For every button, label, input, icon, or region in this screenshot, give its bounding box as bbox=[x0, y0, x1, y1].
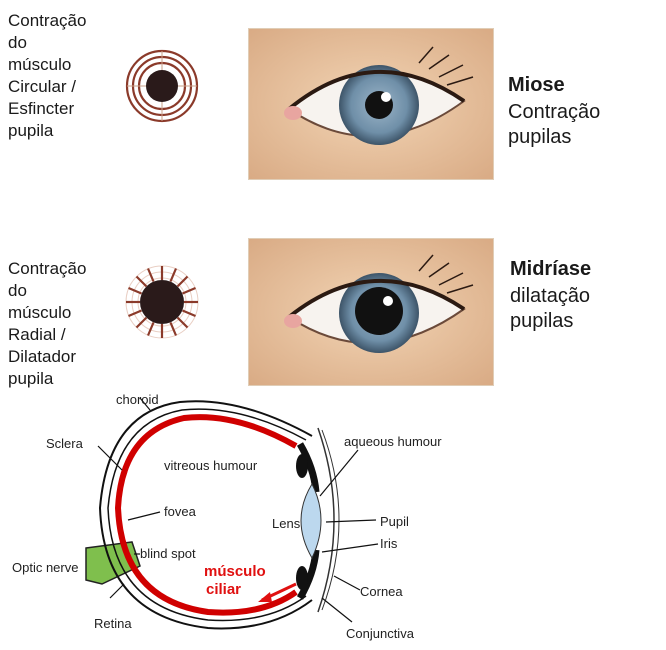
ciliar-label-line2: ciliar bbox=[206, 581, 241, 598]
choroid-label: choroid bbox=[116, 392, 159, 407]
radial-muscle-icon bbox=[122, 262, 202, 342]
aqueous-label: aqueous humour bbox=[344, 434, 442, 449]
lens-shape bbox=[301, 484, 321, 558]
circular-muscle-icon bbox=[124, 48, 200, 124]
miose-title: Miose bbox=[508, 74, 565, 97]
dilated-eye-image bbox=[248, 238, 494, 386]
midriase-title: Midríase bbox=[510, 258, 591, 281]
miose-muscle-label: Contração do músculo Circular / Esfincte… bbox=[8, 10, 86, 142]
midriase-description: dilatação pupilas bbox=[510, 284, 590, 334]
ciliar-arrow-head bbox=[258, 592, 272, 602]
cornea-label: Cornea bbox=[360, 584, 403, 599]
miose-description: Contração pupilas bbox=[508, 100, 600, 150]
retina-label: Retina bbox=[94, 616, 132, 631]
eye-anatomy-diagram: choroid Sclera vitreous humour aqueous h… bbox=[0, 388, 470, 650]
lens-label: Lens bbox=[272, 516, 301, 531]
pupil-label: Pupil bbox=[380, 514, 409, 529]
vitreous-label: vitreous humour bbox=[164, 458, 258, 473]
fovea-label: fovea bbox=[164, 504, 197, 519]
sclera-label: Sclera bbox=[46, 436, 84, 451]
blind-spot-label: blind spot bbox=[140, 546, 196, 561]
eye-illustration-midriase bbox=[249, 239, 493, 385]
optic-nerve-label: Optic nerve bbox=[12, 560, 78, 575]
midriase-muscle-label: Contração do músculo Radial / Dilatador … bbox=[8, 258, 86, 390]
iris-label: Iris bbox=[380, 536, 398, 551]
conjunctiva-outline bbox=[322, 430, 339, 610]
ciliar-label-line1: músculo bbox=[204, 563, 266, 580]
conjunctiva-label: Conjunctiva bbox=[346, 626, 415, 641]
constricted-eye-image bbox=[248, 28, 494, 180]
eye-illustration-miose bbox=[249, 29, 493, 179]
